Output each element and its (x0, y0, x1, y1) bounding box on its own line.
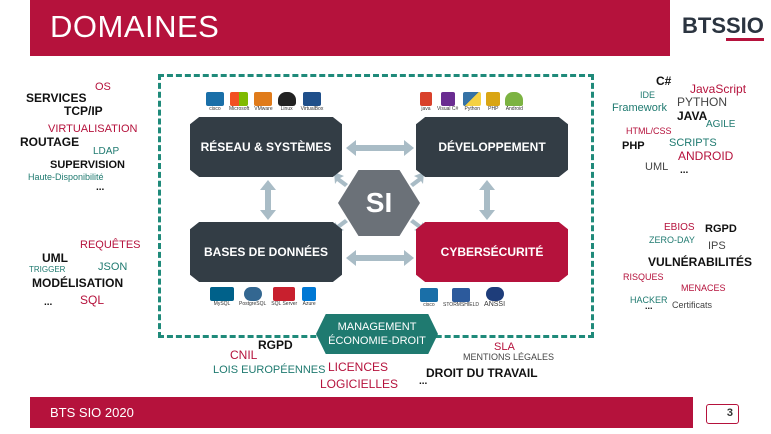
linux-icon: Linux (277, 92, 296, 112)
kw-dots-rt: ... (680, 165, 689, 176)
kw-framework: Framework (612, 102, 668, 114)
kw-tcpip: TCP/IP (64, 104, 103, 118)
kw-lois: LOIS EUROPÉENNES (213, 364, 326, 376)
kw-json: JSON (98, 261, 128, 273)
reseau-label: RÉSEAU & SYSTÈMES (200, 140, 332, 154)
kw-droit-travail: DROIT DU TRAVAIL (426, 366, 538, 380)
arrow-left-vertical (260, 180, 276, 220)
arrow-right-vertical (479, 180, 495, 220)
stormshield-icon: STORMSHIELD (443, 288, 479, 308)
slide-title: DOMAINES (50, 9, 220, 44)
postgresql-icon: PostgreSQL (239, 287, 266, 307)
dev-label: DÉVELOPPEMENT (438, 140, 546, 154)
kw-cnil: CNIL (230, 348, 258, 362)
python-icon: Python (463, 92, 482, 112)
cybersecurite-box: CYBERSÉCURITÉ (416, 222, 568, 282)
kw-dots-lb: ... (44, 297, 53, 308)
kw-java: JAVA (677, 109, 708, 123)
arrow-top-horizontal (346, 140, 414, 156)
anssi-icon: ANSSI (484, 287, 505, 308)
reseau-logos: cisco Microsoft VMware Linux VirtualBox (206, 92, 323, 112)
dev-logos: java Visual C# Python PHP Android (420, 92, 524, 112)
azure-icon: Azure (302, 287, 317, 307)
android-icon: Android (505, 92, 524, 112)
kw-ebios: EBIOS (664, 222, 695, 233)
java-icon: java (420, 92, 432, 112)
developpement-box: DÉVELOPPEMENT (416, 117, 568, 177)
kw-python: PYTHON (677, 95, 728, 109)
kw-javascript: JavaScript (690, 82, 747, 96)
bases-de-donnees-box: BASES DE DONNÉES (190, 222, 342, 282)
footer-bar: BTS SIO 2020 (30, 397, 693, 428)
kw-routage: ROUTAGE (20, 135, 80, 149)
sqlserver-icon: SQL Server (271, 287, 297, 307)
kw-dots-rb: ... (645, 301, 653, 311)
kw-hacker: HACKER (630, 295, 668, 305)
reseau-systemes-box: RÉSEAU & SYSTÈMES (190, 117, 342, 177)
kw-services: SERVICES (26, 91, 87, 105)
kw-mentions: MENTIONS LÉGALES (463, 352, 555, 362)
kw-logiciels: LOGICIELLES (320, 377, 399, 391)
kw-htmlcss: HTML/CSS (626, 126, 672, 136)
mgmt-line2: ÉCONOMIE-DROIT (328, 335, 426, 347)
header-banner: DOMAINES (30, 0, 670, 56)
kw-ips: IPS (708, 240, 726, 252)
logo-text: BTSSIO (682, 13, 764, 41)
kw-menaces: MENACES (681, 283, 726, 293)
kw-ldap: LDAP (93, 146, 120, 157)
kw-php: PHP (622, 140, 645, 152)
kw-os: OS (95, 81, 111, 93)
page-number: 3 (706, 404, 739, 424)
kw-android: ANDROID (678, 149, 734, 163)
arrow-bottom-horizontal (346, 250, 414, 266)
kw-requetes: REQUÊTES (80, 239, 141, 251)
kw-supervision: SUPERVISION (50, 159, 125, 171)
kw-rgpd-bottom: RGPD (258, 338, 293, 352)
si-label: SI (365, 187, 393, 218)
kw-sla: SLA (494, 341, 515, 353)
vmware-icon: VMware (254, 92, 273, 112)
kw-risques: RISQUES (623, 272, 664, 282)
kw-agile: AGILE (706, 119, 736, 130)
kw-uml: UML (42, 251, 68, 265)
bdd-label: BASES DE DONNÉES (203, 245, 329, 259)
windows-icon: Microsoft (229, 92, 249, 112)
kw-zeroday: ZERO-DAY (649, 235, 695, 245)
kw-virtualisation: VIRTUALISATION (48, 123, 138, 135)
virtualbox-icon: VirtualBox (301, 92, 323, 112)
kw-csharp: C# (656, 74, 672, 88)
kw-haute-dispo: Haute-Disponibilité (28, 172, 104, 182)
bdd-logos: MySQL PostgreSQL SQL Server Azure (210, 287, 317, 307)
kw-dots-bottom: ... (419, 376, 428, 387)
cyber-logos: cisco STORMSHIELD ANSSI (420, 287, 505, 308)
bts-sio-logo: BTSSIO (670, 0, 771, 56)
logo-sio: SIO (726, 13, 764, 41)
mgmt-line1: MANAGEMENT (337, 321, 417, 333)
management-box: MANAGEMENT ÉCONOMIE-DROIT (316, 314, 438, 354)
kw-certificats: Certificats (672, 300, 713, 310)
kw-ide: IDE (640, 90, 656, 100)
mysql-icon: MySQL (210, 287, 234, 307)
cyber-label: CYBERSÉCURITÉ (440, 245, 544, 259)
kw-scripts: SCRIPTS (669, 137, 717, 149)
csharp-icon: Visual C# (437, 92, 458, 112)
arrow-diag-tr (410, 172, 424, 187)
kw-rgpd-right: RGPD (705, 223, 737, 235)
php-icon: PHP (486, 92, 501, 112)
kw-licences: LICENCES (328, 360, 389, 374)
logo-bts: BTS (682, 13, 726, 38)
kw-vulnerabilites: VULNÉRABILITÉS (648, 255, 753, 269)
footer-text: BTS SIO 2020 (50, 405, 134, 420)
kw-modelisation: MODÉLISATION (32, 276, 124, 290)
kw-uml-right: UML (645, 161, 669, 173)
cisco-icon: cisco (420, 288, 438, 308)
kw-trigger: TRIGGER (29, 265, 66, 274)
arrow-diag-tl (334, 172, 348, 187)
cisco-icon: cisco (206, 92, 224, 112)
kw-dots-lt: ... (96, 182, 105, 193)
kw-sql: SQL (80, 293, 105, 307)
